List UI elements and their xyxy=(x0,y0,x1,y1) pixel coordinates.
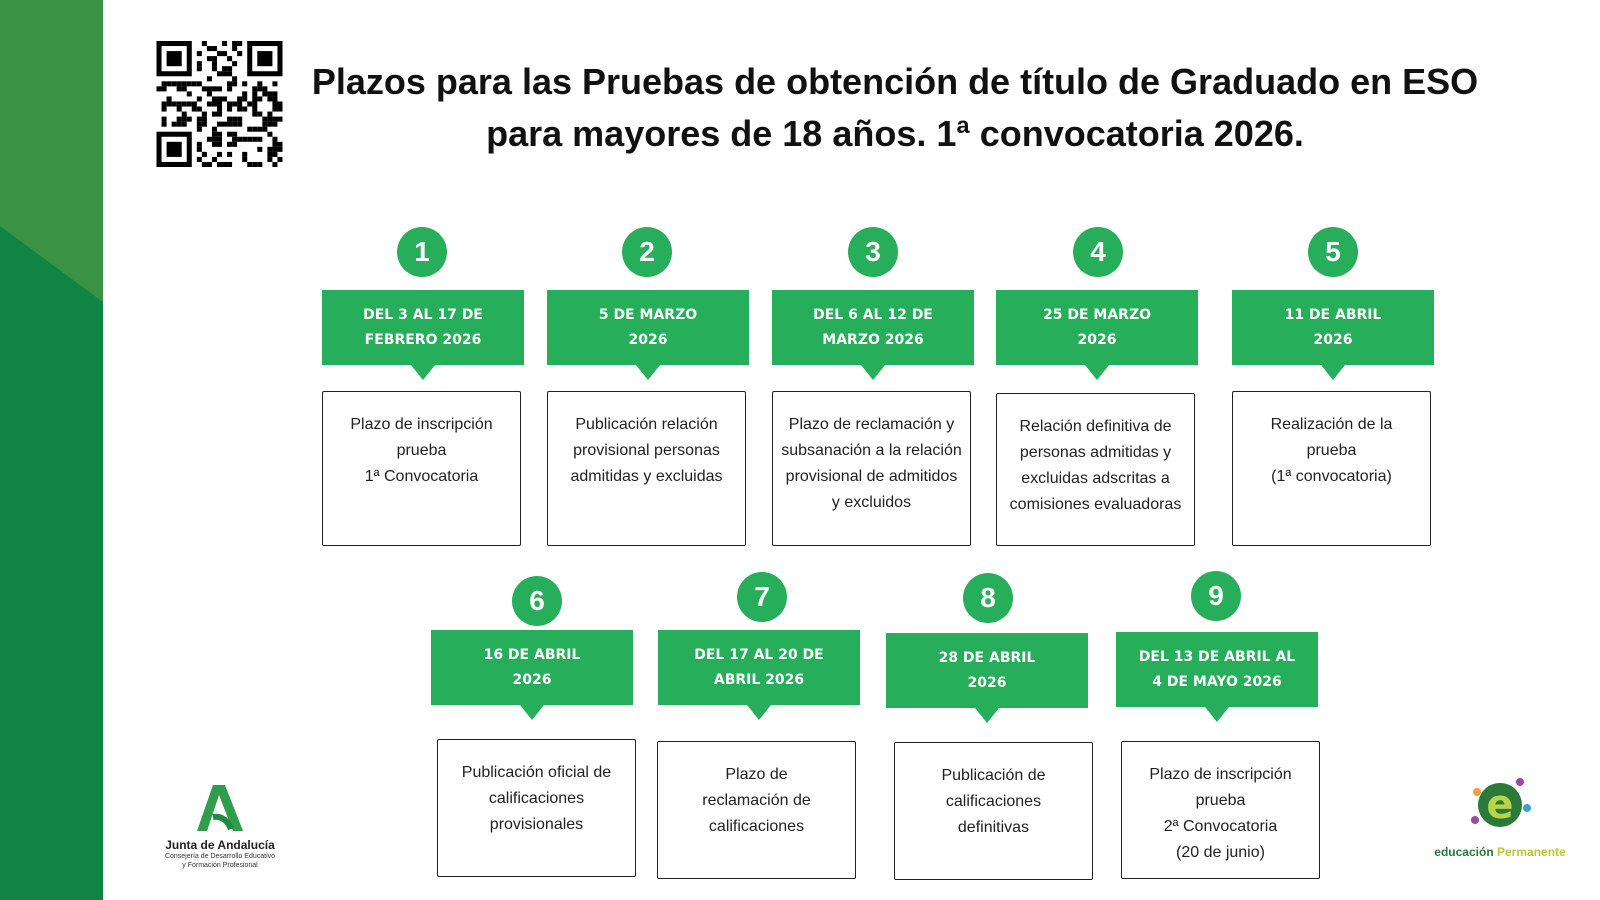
step-date: DEL 17 AL 20 DE ABRIL 2026 xyxy=(658,630,860,720)
step-number: 4 xyxy=(1073,227,1123,277)
step-description: Publicación relación provisional persona… xyxy=(547,391,746,546)
step-date: DEL 3 AL 17 DE FEBRERO 2026 xyxy=(322,290,524,380)
step-description: Publicación oficial de calificaciones pr… xyxy=(437,739,636,877)
junta-name: Junta de Andalucía xyxy=(165,838,275,852)
step-date: 28 DE ABRIL 2026 xyxy=(886,633,1088,723)
step-number: 3 xyxy=(848,227,898,277)
educacion-permanente-logo: e educación Permanente xyxy=(1430,770,1570,859)
svg-text:e: e xyxy=(1486,782,1513,828)
step-description: Plazo de inscripción prueba 2ª Convocato… xyxy=(1121,741,1320,879)
step-description: Relación definitiva de personas admitida… xyxy=(996,393,1195,546)
step-number: 6 xyxy=(512,576,562,626)
side-panel xyxy=(0,0,103,900)
step-description: Realización de la prueba (1ª convocatori… xyxy=(1232,391,1431,546)
step-number: 1 xyxy=(397,227,447,277)
step-date: 25 DE MARZO 2026 xyxy=(996,290,1198,380)
step-date: 11 DE ABRIL 2026 xyxy=(1232,290,1434,380)
step-date: DEL 13 DE ABRIL AL 4 DE MAYO 2026 xyxy=(1116,632,1318,722)
step-number: 7 xyxy=(737,572,787,622)
step-date: 16 DE ABRIL 2026 xyxy=(431,630,633,720)
step-number: 5 xyxy=(1308,227,1358,277)
step-date: 5 DE MARZO 2026 xyxy=(547,290,749,380)
step-number: 2 xyxy=(622,227,672,277)
edu-word: educación xyxy=(1434,845,1494,859)
step-description: Plazo de inscripción prueba 1ª Convocato… xyxy=(322,391,521,546)
junta-subtitle: Consejería de Desarrollo Educativo y For… xyxy=(164,853,276,869)
step-date: DEL 6 AL 12 DE MARZO 2026 xyxy=(772,290,974,380)
page-title: Plazos para las Pruebas de obtención de … xyxy=(311,61,1479,154)
qr-code[interactable] xyxy=(156,41,283,167)
step-description: Plazo de reclamación y subsanación a la … xyxy=(772,391,971,546)
permanente-word: Permanente xyxy=(1497,845,1566,859)
step-description: Publicación de calificaciones definitiva… xyxy=(894,742,1093,880)
junta-andalucia-logo: Junta de Andalucía Consejería de Desarro… xyxy=(150,785,290,870)
step-number: 8 xyxy=(963,573,1013,623)
step-number: 9 xyxy=(1191,571,1241,621)
step-description: Plazo de reclamación de calificaciones xyxy=(657,741,856,879)
